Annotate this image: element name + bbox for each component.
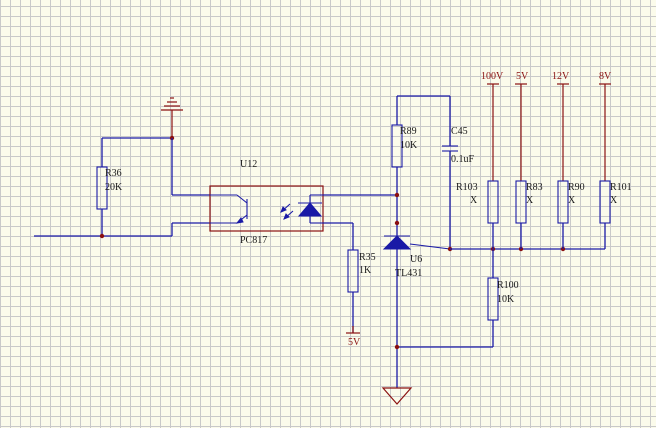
u6-tl431[interactable] [382,235,451,388]
r90-ref: R90 [568,182,585,193]
r36-resistor[interactable] [96,137,172,236]
c45-ref: C45 [451,126,468,137]
junction-dot [394,192,400,198]
u6-value: TL431 [395,268,422,279]
ground-symbol-top [161,97,183,138]
power-label-12v: 12V [552,71,570,82]
r101-value: X [610,195,618,206]
u12-value: PC817 [240,235,267,246]
r100-ref: R100 [497,280,519,291]
r35-ref: R35 [359,252,376,263]
r100-resistor[interactable] [397,249,499,348]
r103-resistor[interactable] [487,83,499,249]
r35-supply-label: 5V [348,337,361,348]
r103-value: X [470,195,478,206]
r89-value: 10K [400,140,418,151]
r35-resistor[interactable] [347,249,359,333]
junction-dot [394,220,400,226]
power-port-5v-bottom [346,326,360,334]
input-wire [34,222,210,237]
c45-value: 0.1uF [451,154,475,165]
r83-value: X [526,195,534,206]
power-label-100v: 100V [481,71,504,82]
u6-ref: U6 [410,254,422,265]
r103-ref: R103 [456,182,478,193]
junction-dot [394,344,400,350]
u12-ref: U12 [240,159,257,170]
r90-resistor[interactable] [557,83,569,249]
power-label-5v: 5V [516,71,529,82]
r90-value: X [568,195,576,206]
c45-capacitor[interactable] [442,96,458,249]
r36-value: 20K [105,182,123,193]
u12-optocoupler[interactable] [209,185,324,232]
r101-ref: R101 [610,182,632,193]
r100-value: 10K [497,294,515,305]
r83-ref: R83 [526,182,543,193]
r83-resistor[interactable] [515,83,527,249]
r35-value: 1K [359,265,372,276]
junction-dot [99,233,105,239]
r36-ref: R36 [105,168,122,179]
ground-symbol-bottom [381,387,413,405]
power-label-8v: 8V [599,71,612,82]
r89-ref: R89 [400,126,417,137]
r101-resistor[interactable] [599,83,611,249]
